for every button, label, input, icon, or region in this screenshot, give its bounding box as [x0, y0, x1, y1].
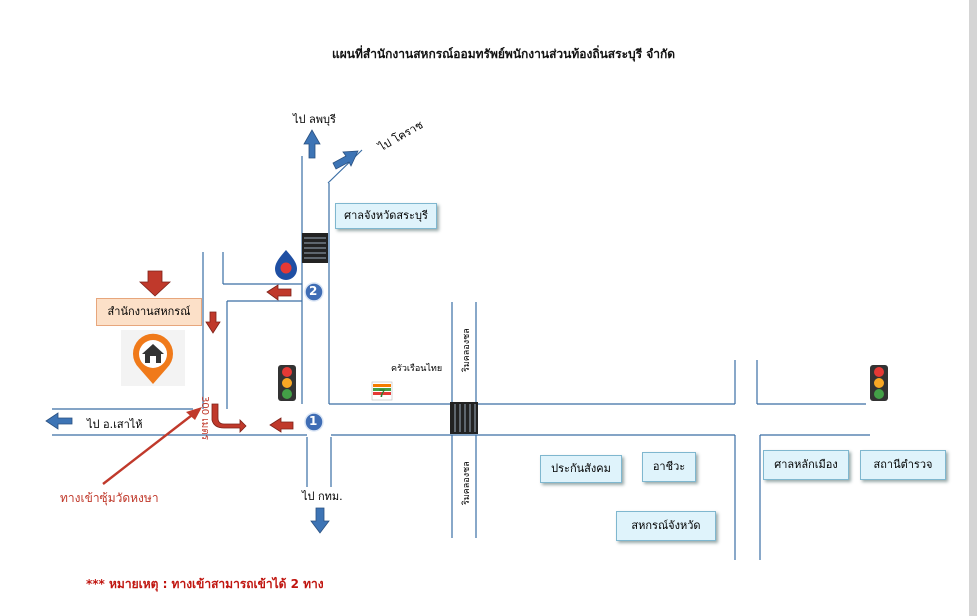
distance-label: 300 เมตร — [199, 396, 210, 441]
canal-road-label-north: ริมคลองชล — [462, 328, 472, 372]
right-edge-strip — [969, 0, 977, 616]
gas-station-icon — [275, 250, 297, 280]
office-label: สำนักงานสหกรณ์ — [96, 298, 202, 326]
vocational-college-box: อาชีวะ — [642, 452, 696, 482]
office-pin-icon — [121, 330, 185, 386]
marker-one-label: 1 — [309, 414, 318, 428]
arrow-down-soi — [205, 311, 221, 334]
arrow-left-saohai — [45, 412, 73, 430]
crossing-north — [302, 233, 328, 263]
direction-lopburi: ไป ลพบุรี — [293, 113, 336, 126]
restaurant-label: ครัวเรือนไทย — [391, 364, 443, 374]
footnote: *** หมายเหตุ : ทางเข้าสามารถเข้าได้ 2 ทา… — [86, 577, 324, 591]
arrow-uturn — [211, 403, 247, 433]
arrow-down-bangkok — [310, 507, 330, 534]
social-security-box: ประกันสังคม — [540, 455, 622, 483]
direction-saohai: ไป อ.เสาไห้ — [87, 418, 143, 431]
canal-road-label-south: ริมคลองชล — [462, 461, 472, 505]
traffic-light-right — [870, 365, 888, 401]
marker-two-icon — [304, 282, 324, 302]
provincial-coop-box: สหกรณ์จังหวัด — [616, 511, 716, 541]
traffic-light-left — [278, 365, 296, 401]
crossing-canal — [450, 402, 478, 434]
entrance-label: ทางเข้าซุ้มวัดหงษา — [60, 491, 159, 505]
entrance-pointer — [102, 407, 202, 485]
svg-text:7: 7 — [379, 388, 385, 400]
direction-bangkok: ไป กทม. — [302, 490, 343, 503]
convenience-store-icon: 7 — [371, 381, 393, 401]
city-pillar-box: ศาลหลักเมือง — [763, 450, 849, 480]
marker-one-icon — [304, 412, 324, 432]
map-title: แผนที่สำนักงานสหกรณ์ออมทรัพย์พนักงานส่วน… — [332, 47, 676, 61]
arrow-left-marker-one — [269, 417, 294, 433]
arrow-northeast-korat — [332, 150, 359, 170]
police-station-box: สถานีตำรวจ — [860, 450, 946, 480]
arrow-down-office — [138, 270, 172, 297]
marker-two-label: 2 — [309, 284, 318, 298]
arrow-up-lopburi — [303, 129, 321, 159]
provincial-hall-box: ศาลจังหวัดสระบุรี — [335, 203, 437, 229]
arrow-left-marker-two — [266, 284, 292, 301]
